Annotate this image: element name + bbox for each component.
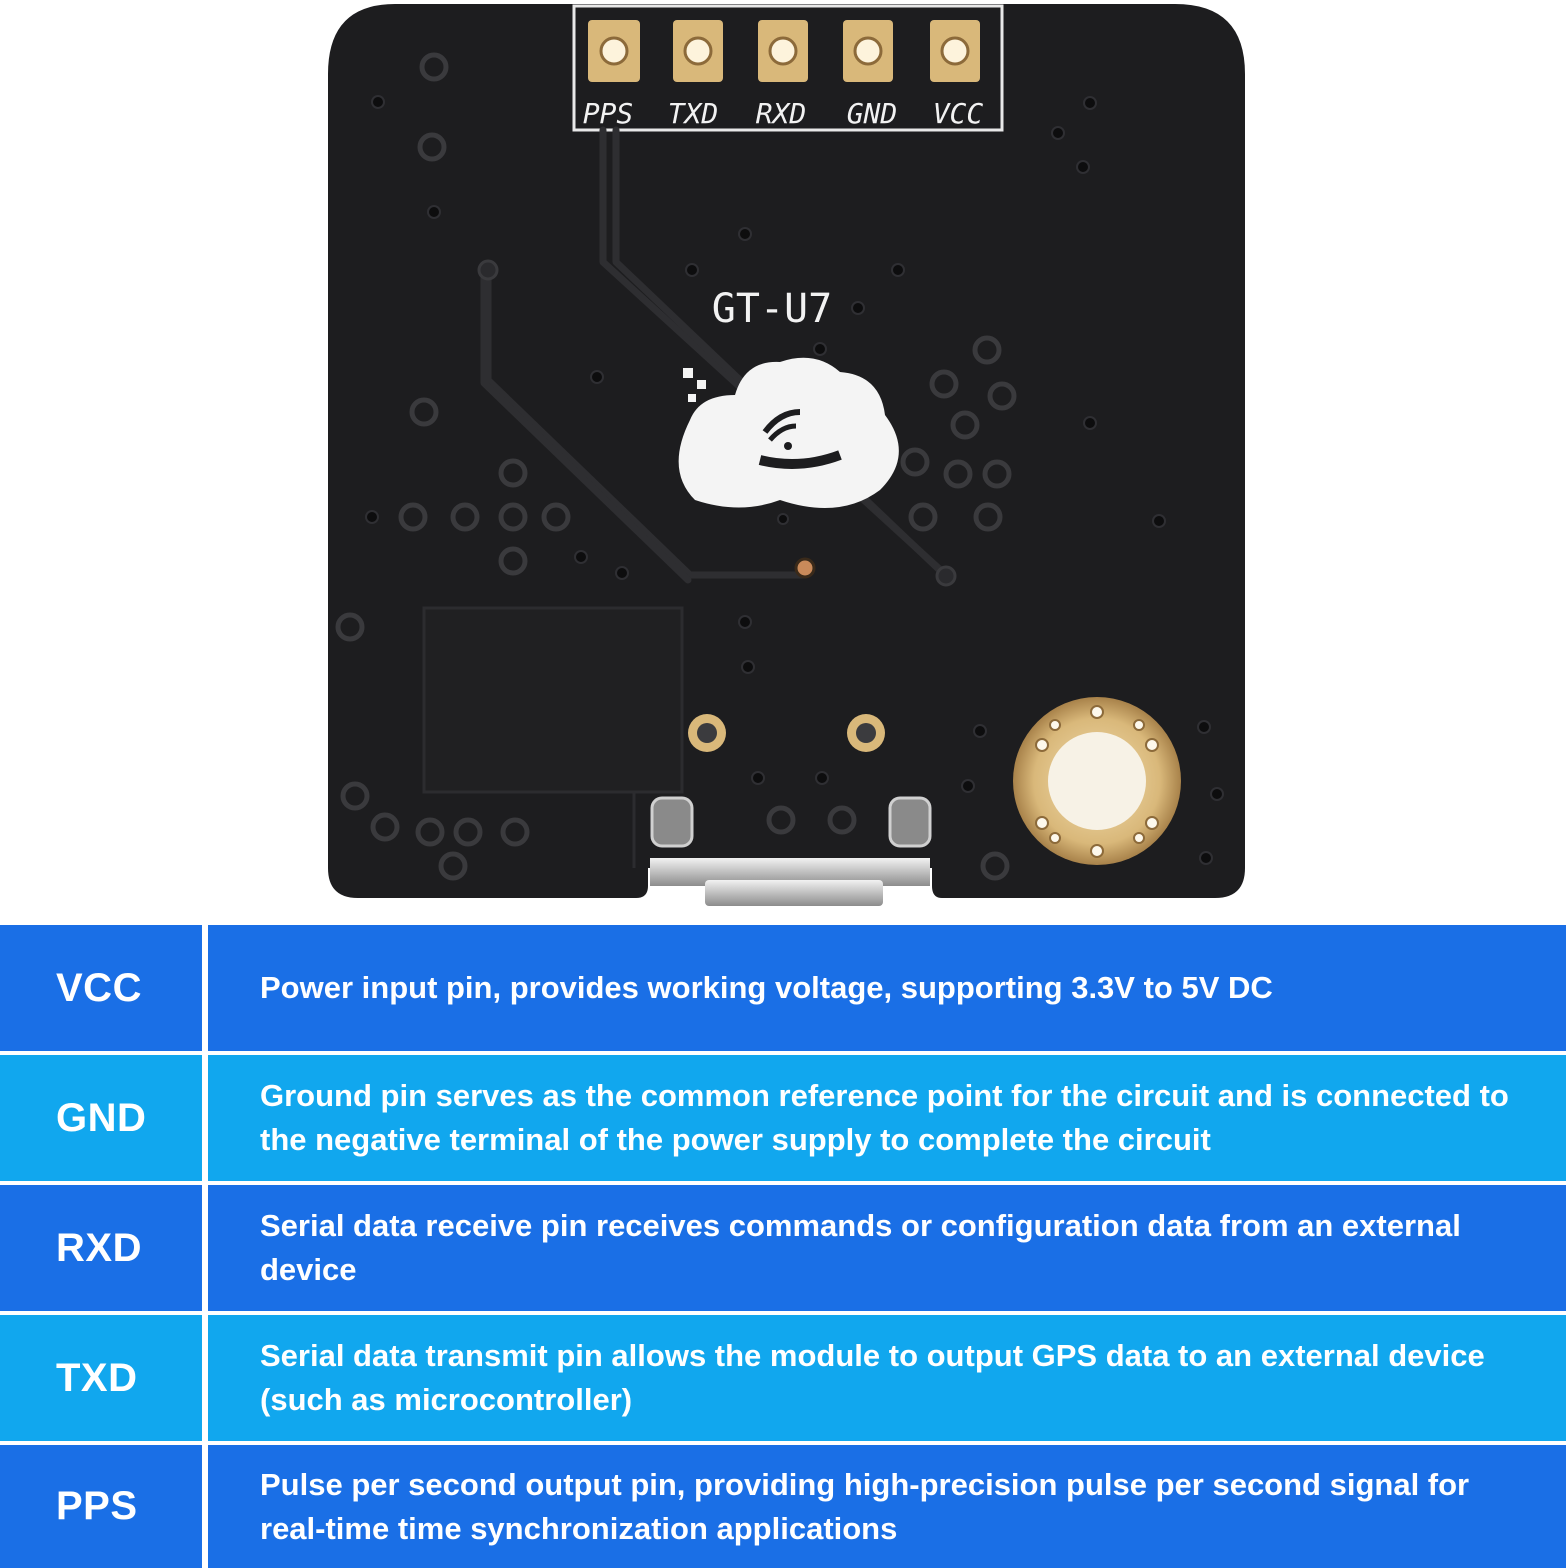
table-row-vcc: VCC Power input pin, provides working vo… — [0, 925, 1568, 1051]
pin-description-cell: Pulse per second output pin, providing h… — [208, 1445, 1566, 1568]
model-label: GT-U7 — [712, 286, 832, 332]
pin-pad-vcc — [930, 20, 980, 82]
pin-description: Serial data receive pin receives command… — [260, 1208, 1461, 1287]
pin-label-vcc: VCC — [933, 97, 984, 130]
shield-area — [422, 606, 684, 794]
pin-description-cell: Power input pin, provides working voltag… — [208, 925, 1566, 1051]
usb-connector — [650, 796, 932, 906]
pin-description: Pulse per second output pin, providing h… — [260, 1466, 1470, 1546]
pin-pad-txd — [673, 20, 723, 82]
pin-name: PPS — [56, 1484, 138, 1528]
pin-name-cell: VCC — [0, 925, 202, 1051]
cloud-logo — [678, 357, 899, 508]
pin-name-cell: TXD — [0, 1315, 202, 1441]
pcb-vias — [365, 95, 1224, 865]
pin-description: Power input pin, provides working voltag… — [260, 970, 1273, 1005]
pin-label-pps: PPS — [583, 97, 634, 130]
gps-module-board: PPS TXD RXD GND VCC GT-U7 — [328, 4, 1245, 906]
table-row-txd: TXD Serial data transmit pin allows the … — [0, 1315, 1568, 1441]
pin-pad-rxd — [758, 20, 808, 82]
table-row-rxd: RXD Serial data receive pin receives com… — [0, 1185, 1568, 1311]
pin-name-cell: PPS — [0, 1445, 202, 1568]
table-row-gnd: GND Ground pin serves as the common refe… — [0, 1055, 1568, 1181]
table-row-pps: PPS Pulse per second output pin, providi… — [0, 1445, 1568, 1568]
pin-name-cell: RXD — [0, 1185, 202, 1311]
antenna-pad — [1013, 697, 1181, 865]
pcb-photo: PPS TXD RXD GND VCC GT-U7 — [328, 4, 1245, 906]
pin-pad-gnd — [843, 20, 893, 82]
pin-description-cell: Serial data transmit pin allows the modu… — [208, 1315, 1566, 1441]
pin-description-cell: Serial data receive pin receives command… — [208, 1185, 1566, 1311]
via-clusters — [335, 52, 1017, 881]
pin-label-txd: TXD — [668, 97, 719, 130]
pin-label-rxd: RXD — [756, 97, 807, 130]
test-pad — [794, 557, 816, 579]
pin-name: RXD — [56, 1225, 142, 1270]
pin-label-gnd: GND — [847, 97, 898, 130]
pin-name: VCC — [56, 965, 142, 1010]
pin-description: Serial data transmit pin allows the modu… — [260, 1338, 1485, 1417]
pin-name: TXD — [56, 1355, 138, 1400]
header-outline — [572, 4, 1004, 132]
pin-pad-pps — [588, 20, 640, 82]
header-pins — [588, 20, 980, 82]
pin-description: Ground pin serves as the common referenc… — [260, 1078, 1509, 1157]
pin-description-table: VCC Power input pin, provides working vo… — [0, 925, 1568, 1568]
pin-description-cell: Ground pin serves as the common referenc… — [208, 1055, 1566, 1181]
pin-name-cell: GND — [0, 1055, 202, 1181]
gold-vias — [688, 714, 885, 752]
pin-name: GND — [56, 1095, 147, 1140]
